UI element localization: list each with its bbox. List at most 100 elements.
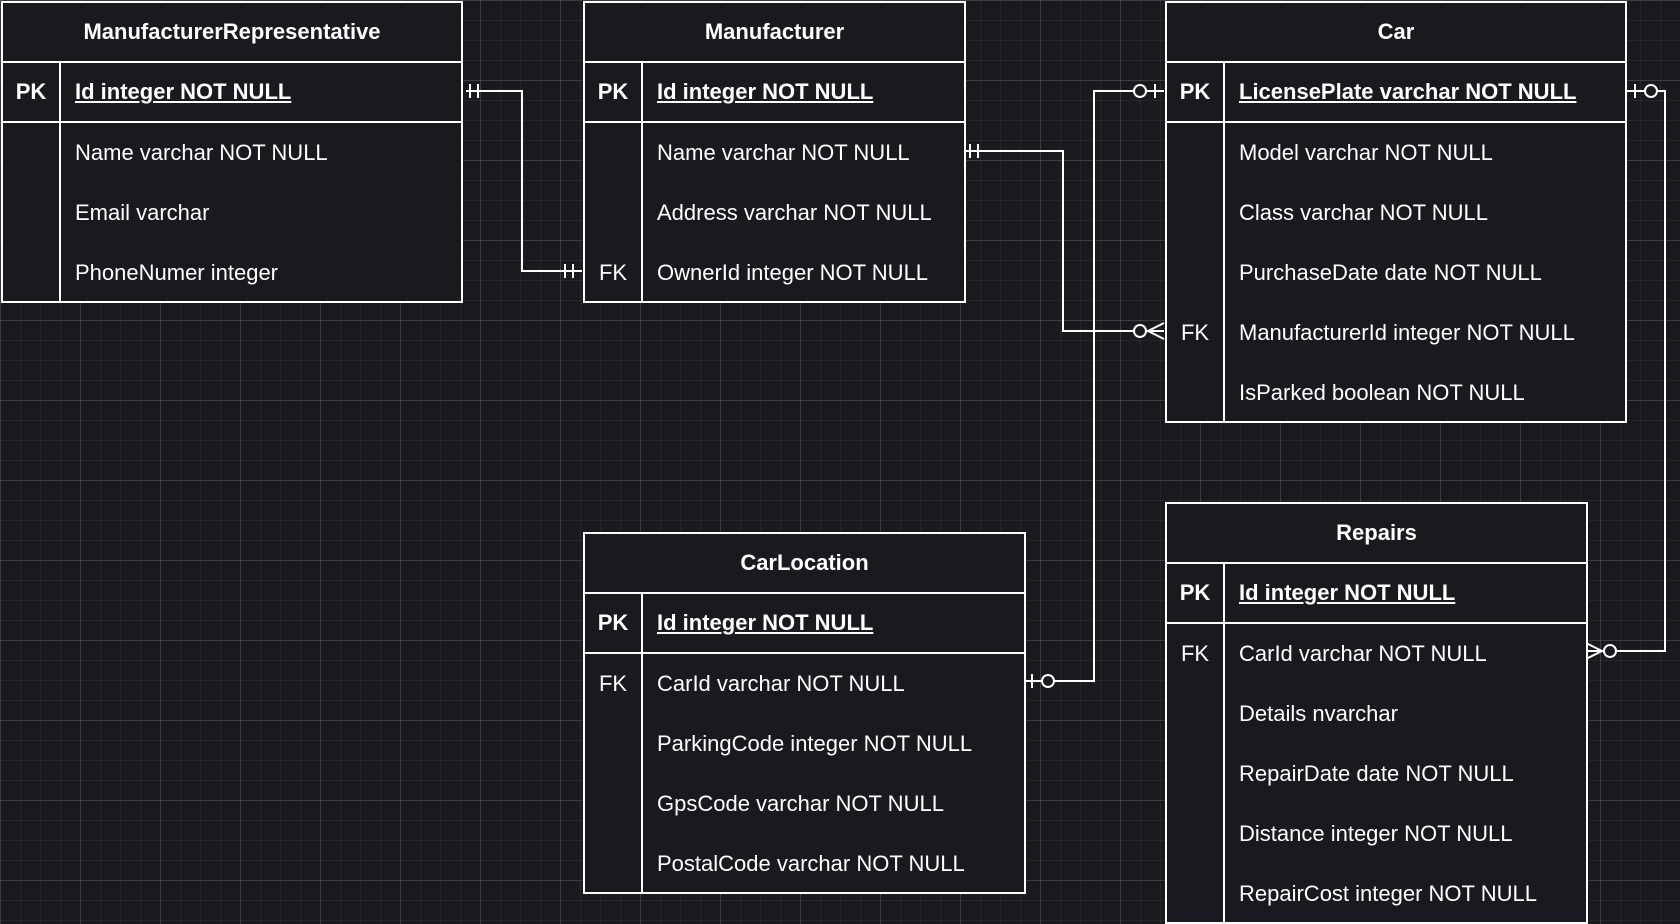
table-row: RepairDate date NOT NULL [1167, 744, 1586, 804]
key-label [3, 243, 61, 303]
key-label [1167, 243, 1225, 303]
key-label [1167, 684, 1225, 744]
field-label: LicensePlate varchar NOT NULL [1239, 79, 1577, 104]
relation-rep-to-manufacturer [466, 90, 582, 272]
key-label: FK [1167, 624, 1225, 684]
entity-title: CarLocation [585, 534, 1024, 594]
key-label [1167, 804, 1225, 864]
crowfoot [1147, 330, 1165, 340]
key-label: FK [1167, 303, 1225, 363]
attributes-section: Name varchar NOT NULL Email varchar Phon… [3, 123, 461, 303]
key-label: PK [1167, 564, 1225, 622]
primary-key-section: PK Id integer NOT NULL [3, 63, 461, 123]
crowfoot [1585, 642, 1603, 652]
table-row: Class varchar NOT NULL [1167, 183, 1625, 243]
field-label: PurchaseDate date NOT NULL [1239, 260, 1542, 285]
zero-marker [1133, 324, 1147, 338]
table-row: PK LicensePlate varchar NOT NULL [1167, 63, 1625, 121]
entity-car[interactable]: Car PK LicensePlate varchar NOT NULL Mod… [1165, 1, 1627, 423]
table-row: Email varchar [3, 183, 461, 243]
field-label: ManufacturerId integer NOT NULL [1239, 320, 1575, 345]
field-label: Id integer NOT NULL [657, 79, 874, 104]
table-row: Address varchar NOT NULL [585, 183, 964, 243]
key-label: PK [585, 63, 643, 121]
field-label: ParkingCode integer NOT NULL [657, 731, 973, 756]
key-label [1167, 363, 1225, 423]
attributes-section: FK CarId varchar NOT NULL Details nvarch… [1167, 624, 1586, 924]
key-label [585, 183, 643, 243]
key-label: PK [585, 594, 643, 652]
field-label: Id integer NOT NULL [657, 610, 874, 635]
field-label: Email varchar [75, 200, 210, 225]
field-label: GpsCode varchar NOT NULL [657, 791, 944, 816]
table-row: PostalCode varchar NOT NULL [585, 834, 1024, 894]
field-label: IsParked boolean NOT NULL [1239, 380, 1525, 405]
table-row: RepairCost integer NOT NULL [1167, 864, 1586, 924]
relation-manufacturer-to-car [966, 150, 1164, 332]
table-row: Details nvarchar [1167, 684, 1586, 744]
table-row: PK Id integer NOT NULL [585, 63, 964, 121]
table-row: PurchaseDate date NOT NULL [1167, 243, 1625, 303]
entity-manufacturer[interactable]: Manufacturer PK Id integer NOT NULL Name… [583, 1, 966, 303]
key-label [585, 123, 643, 183]
primary-key-section: PK Id integer NOT NULL [585, 594, 1024, 654]
field-label: Class varchar NOT NULL [1239, 200, 1488, 225]
field-label: Name varchar NOT NULL [657, 140, 910, 165]
entity-car-location[interactable]: CarLocation PK Id integer NOT NULL FK Ca… [583, 532, 1026, 894]
field-label: Distance integer NOT NULL [1239, 821, 1513, 846]
key-label [585, 774, 643, 834]
field-label: Address varchar NOT NULL [657, 200, 932, 225]
attributes-section: FK CarId varchar NOT NULL ParkingCode in… [585, 654, 1024, 894]
zero-marker [1041, 674, 1055, 688]
attributes-section: Model varchar NOT NULL Class varchar NOT… [1167, 123, 1625, 423]
field-label: CarId varchar NOT NULL [657, 671, 905, 696]
key-label [585, 834, 643, 894]
entity-manufacturer-representative[interactable]: ManufacturerRepresentative PK Id integer… [1, 1, 463, 303]
primary-key-section: PK Id integer NOT NULL [1167, 564, 1586, 624]
table-row: PK Id integer NOT NULL [585, 594, 1024, 652]
entity-repairs[interactable]: Repairs PK Id integer NOT NULL FK CarId … [1165, 502, 1588, 924]
zero-marker [1133, 84, 1147, 98]
field-label: Details nvarchar [1239, 701, 1398, 726]
field-label: Model varchar NOT NULL [1239, 140, 1493, 165]
key-label: PK [3, 63, 61, 121]
key-label [585, 714, 643, 774]
field-label: Id integer NOT NULL [75, 79, 292, 104]
table-row: Name varchar NOT NULL [3, 123, 461, 183]
entity-title: ManufacturerRepresentative [3, 3, 461, 63]
zero-marker [1603, 644, 1617, 658]
primary-key-section: PK Id integer NOT NULL [585, 63, 964, 123]
field-label: RepairCost integer NOT NULL [1239, 881, 1537, 906]
table-row: Name varchar NOT NULL [585, 123, 964, 183]
key-label [3, 123, 61, 183]
primary-key-section: PK LicensePlate varchar NOT NULL [1167, 63, 1625, 123]
key-label [1167, 744, 1225, 804]
table-row: GpsCode varchar NOT NULL [585, 774, 1024, 834]
field-label: RepairDate date NOT NULL [1239, 761, 1514, 786]
key-label: FK [585, 243, 643, 303]
field-label: PhoneNumer integer [75, 260, 279, 285]
key-label: FK [585, 654, 643, 714]
table-row: Model varchar NOT NULL [1167, 123, 1625, 183]
key-label [1167, 864, 1225, 924]
crowfoot [1585, 650, 1603, 660]
entity-title: Car [1167, 3, 1625, 63]
key-label [1167, 183, 1225, 243]
key-label: PK [1167, 63, 1225, 121]
crowfoot [1147, 322, 1165, 332]
entity-title: Repairs [1167, 504, 1586, 564]
key-label [1167, 123, 1225, 183]
table-row: PK Id integer NOT NULL [1167, 564, 1586, 622]
table-row: PhoneNumer integer [3, 243, 461, 303]
zero-marker [1644, 84, 1658, 98]
table-row: FK OwnerId integer NOT NULL [585, 243, 964, 303]
table-row: FK ManufacturerId integer NOT NULL [1167, 303, 1625, 363]
field-label: Name varchar NOT NULL [75, 140, 328, 165]
field-label: Id integer NOT NULL [1239, 580, 1456, 605]
entity-title: Manufacturer [585, 3, 964, 63]
table-row: IsParked boolean NOT NULL [1167, 363, 1625, 423]
field-label: OwnerId integer NOT NULL [657, 260, 929, 285]
relation-carlocation-to-car [1024, 90, 1164, 682]
key-label [3, 183, 61, 243]
